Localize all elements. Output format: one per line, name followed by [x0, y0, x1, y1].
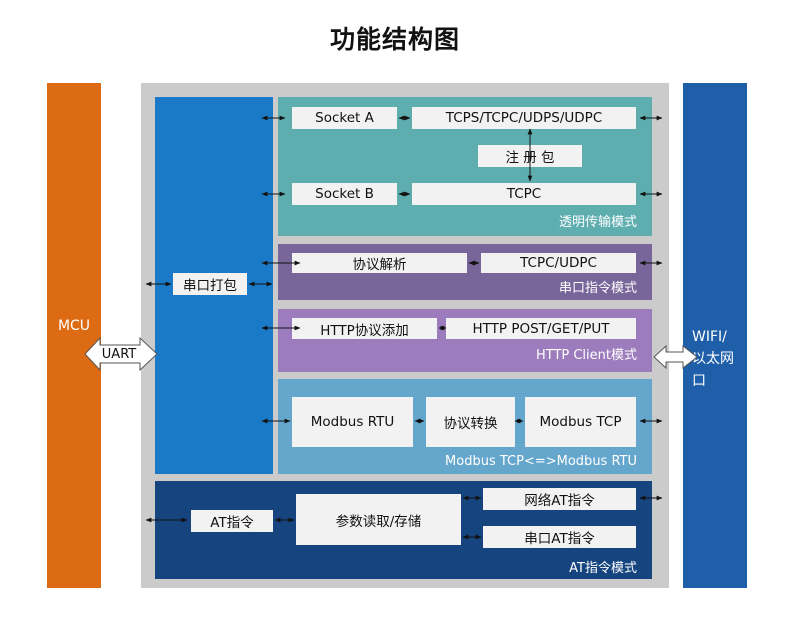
serial-pack-box: 串口打包 — [173, 273, 247, 295]
socket-a-box: Socket A — [292, 107, 397, 129]
modbus-rtu-box: Modbus RTU — [292, 397, 413, 447]
protocol-convert-box: 协议转换 — [426, 397, 515, 447]
wifi-label-line1: WIFI/ — [692, 329, 727, 345]
http-protocol-add-box: HTTP协议添加 — [292, 318, 437, 339]
network-at-cmd-box: 网络AT指令 — [483, 488, 636, 510]
tcpc-udpc-box: TCPC/UDPC — [481, 253, 636, 273]
serial-cmd-mode-label: 串口指令模式 — [558, 281, 637, 296]
wifi-ethernet-block — [683, 83, 747, 588]
serial-at-cmd-box: 串口AT指令 — [483, 526, 636, 548]
modbus-mode-label: Modbus TCP<=>Modbus RTU — [445, 454, 637, 469]
tcpc-box: TCPC — [412, 183, 636, 205]
tcps-tcpc-udps-udpc-box: TCPS/TCPC/UDPS/UDPC — [412, 107, 636, 129]
param-read-store-box: 参数读取/存储 — [296, 494, 461, 545]
mcu-label: MCU — [57, 318, 91, 334]
at-cmd-box: AT指令 — [191, 510, 273, 532]
wifi-label-line2: 以太网 — [692, 351, 734, 367]
modbus-tcp-box: Modbus TCP — [525, 397, 636, 447]
at-mode-label: AT指令模式 — [569, 561, 637, 576]
http-methods-box: HTTP POST/GET/PUT — [446, 318, 636, 339]
uart-label: UART — [101, 347, 137, 362]
socket-b-box: Socket B — [292, 183, 397, 205]
diagram-title: 功能结构图 — [329, 25, 460, 54]
http-client-mode-label: HTTP Client模式 — [535, 348, 637, 363]
wifi-label-line3: 口 — [692, 373, 706, 389]
uart-double-arrow — [84, 336, 158, 372]
wifi-double-arrow — [653, 344, 698, 370]
mcu-block — [47, 83, 101, 588]
protocol-parse-box: 协议解析 — [292, 253, 467, 273]
wifi-ethernet-label: WIFI/ 以太网 口 — [692, 326, 744, 392]
transparent-mode-label: 透明传输模式 — [558, 215, 637, 230]
